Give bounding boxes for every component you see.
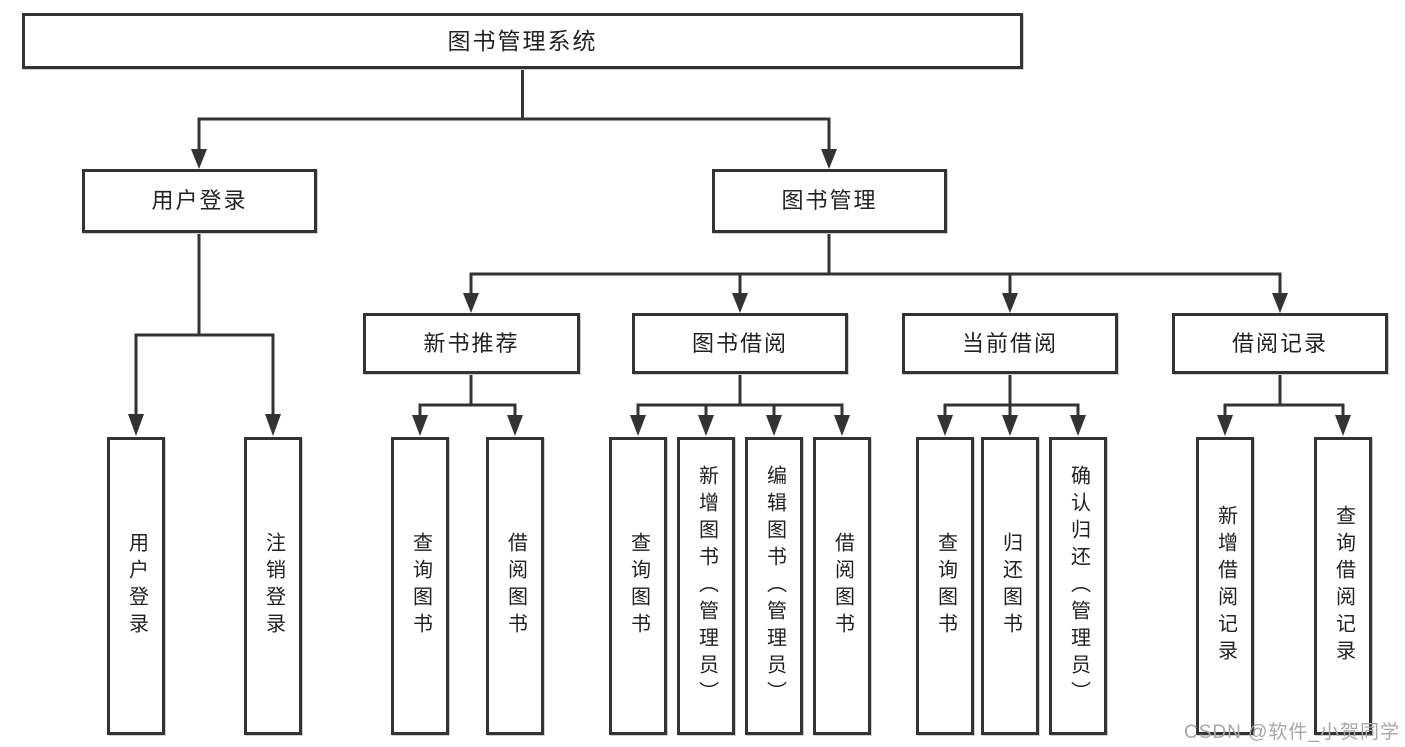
node-label: 当前借阅 <box>961 330 1058 356</box>
leaf-confirm-return-admin: 确认归还（管理员） <box>1049 437 1107 735</box>
node-label: 归还图书 <box>999 532 1022 640</box>
leaf-add-books-admin: 新增图书（管理员） <box>677 437 735 735</box>
node-label: 查询图书 <box>627 532 650 640</box>
node-label: 查询图书 <box>934 532 957 640</box>
node-label: 注销登录 <box>262 532 285 640</box>
node-label: 确认归还（管理员） <box>1067 464 1090 708</box>
node-label: 借阅记录 <box>1231 330 1328 356</box>
leaf-query-books-recommend: 查询图书 <box>391 437 449 735</box>
node-label: 用户登录 <box>125 532 148 640</box>
node-label: 借阅图书 <box>831 532 854 640</box>
node-label: 新增图书（管理员） <box>695 464 718 708</box>
node-current-borrowing: 当前借阅 <box>902 313 1118 374</box>
node-book-borrowing: 图书借阅 <box>632 313 848 374</box>
leaf-edit-books-admin: 编辑图书（管理员） <box>745 437 803 735</box>
node-label: 编辑图书（管理员） <box>763 464 786 708</box>
leaf-borrow-books-recommend: 借阅图书 <box>486 437 544 735</box>
node-library-management-system: 图书管理系统 <box>22 13 1023 69</box>
node-label: 图书借阅 <box>691 330 788 356</box>
leaf-query-books-borrowing: 查询图书 <box>609 437 667 735</box>
node-label: 用户登录 <box>151 188 248 214</box>
leaf-borrow-books: 借阅图书 <box>813 437 871 735</box>
leaf-user-login: 用户登录 <box>107 437 165 735</box>
leaf-logout: 注销登录 <box>244 437 302 735</box>
node-user-login-group: 用户登录 <box>82 169 317 233</box>
leaf-add-borrow-record: 新增借阅记录 <box>1196 437 1254 735</box>
node-book-management: 图书管理 <box>712 169 947 233</box>
node-label: 查询借阅记录 <box>1332 505 1355 667</box>
node-new-book-recommendation: 新书推荐 <box>363 313 580 374</box>
leaf-query-borrow-record: 查询借阅记录 <box>1314 437 1372 735</box>
node-label: 新书推荐 <box>423 330 520 356</box>
node-label: 图书管理 <box>781 188 878 214</box>
leaf-return-books: 归还图书 <box>981 437 1039 735</box>
node-borrowing-records: 借阅记录 <box>1172 313 1388 374</box>
node-label: 新增借阅记录 <box>1214 505 1237 667</box>
node-label: 图书管理系统 <box>447 27 598 54</box>
node-label: 查询图书 <box>409 532 432 640</box>
leaf-query-books-current: 查询图书 <box>916 437 974 735</box>
node-label: 借阅图书 <box>504 532 527 640</box>
